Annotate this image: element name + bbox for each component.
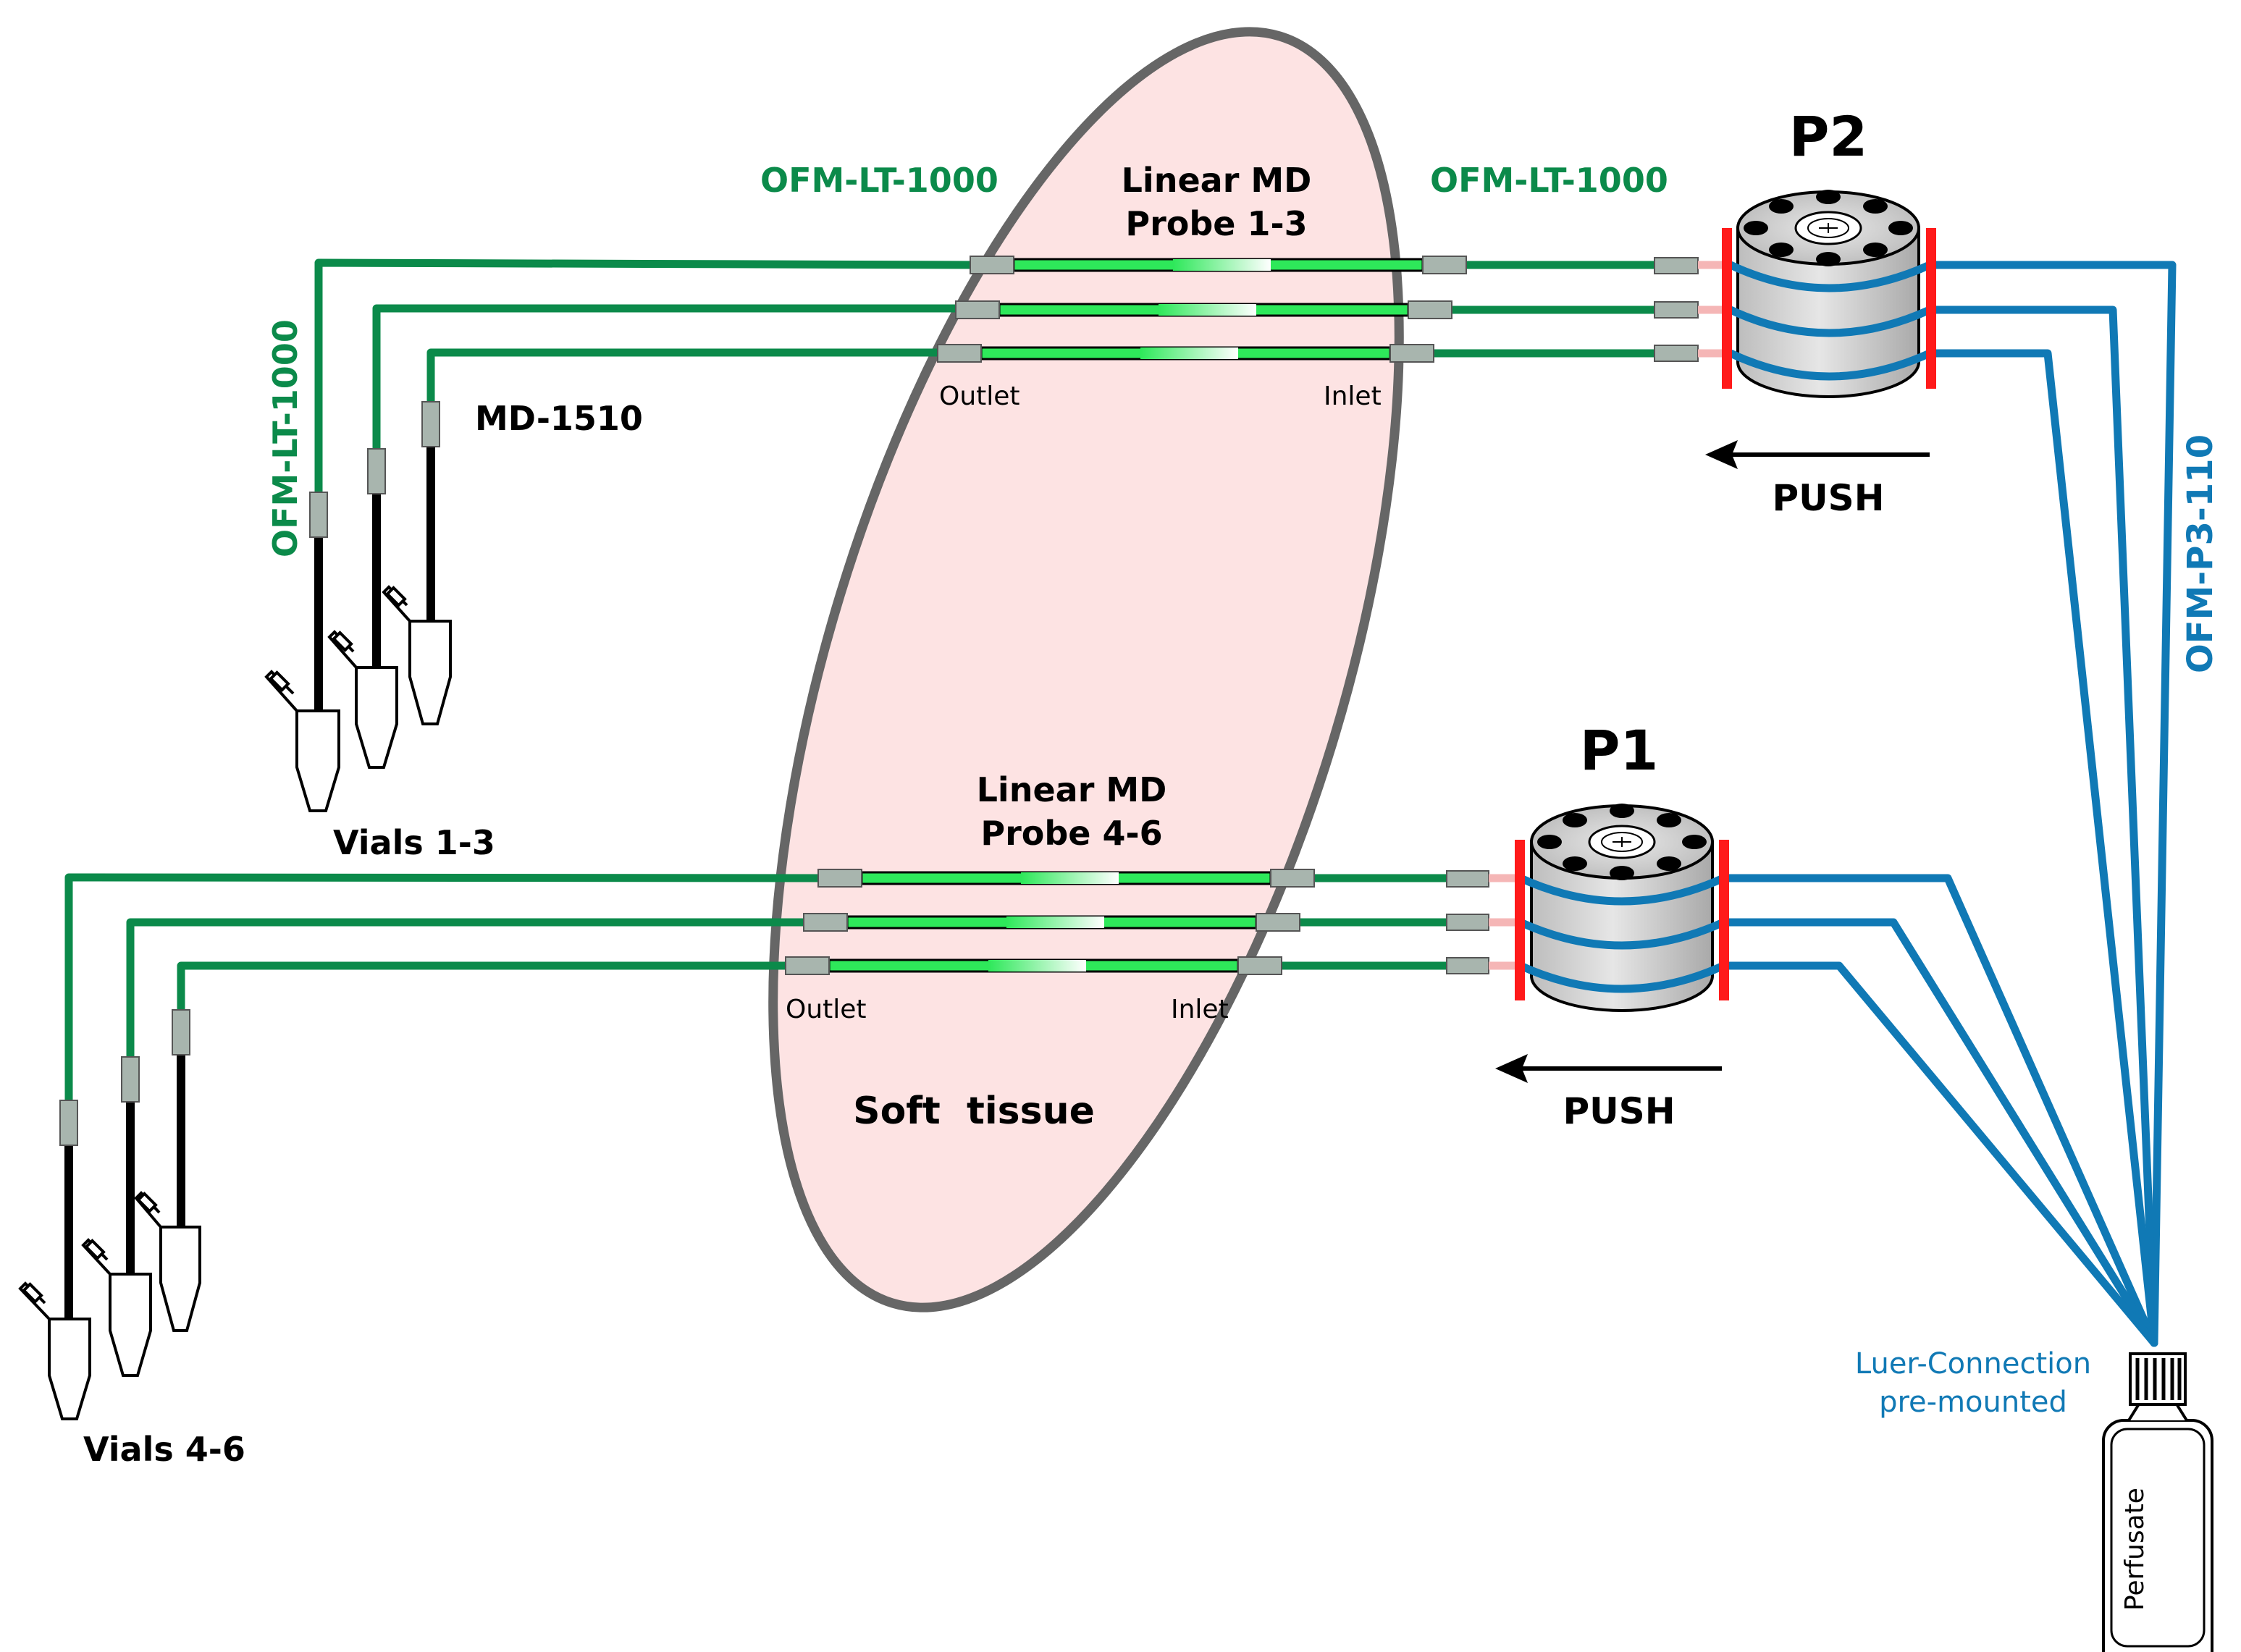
label-luer-line1: Luer-Connection bbox=[1855, 1347, 2091, 1381]
inlet-tube-p1-3 bbox=[1719, 961, 2158, 1347]
label-probe-top-line1: Linear MD bbox=[1122, 161, 1312, 200]
label-inlet-top: Inlet bbox=[1324, 382, 1382, 411]
label-probe-bottom-line2: Probe 4-6 bbox=[980, 814, 1162, 853]
label-outlet-bottom: Outlet bbox=[786, 995, 867, 1024]
outlet-tube-top-3 bbox=[426, 348, 945, 405]
probe-3 bbox=[937, 344, 1434, 363]
push-arrow-bottom bbox=[1495, 1054, 1722, 1083]
soft-tissue-region bbox=[768, 27, 1404, 1312]
label-pump-p1: P1 bbox=[1580, 718, 1659, 783]
label-probe-top-line2: Probe 1-3 bbox=[1125, 204, 1307, 243]
label-ofm-lt-top-left: OFM-LT-1000 bbox=[760, 161, 998, 200]
label-push-top: PUSH bbox=[1772, 477, 1884, 519]
inlet-tube-p2-2 bbox=[1925, 305, 2158, 1347]
label-pump-p2: P2 bbox=[1789, 104, 1868, 169]
label-ofm-p3: OFM-P3-110 bbox=[2180, 434, 2221, 673]
push-arrow-top bbox=[1705, 440, 1930, 469]
inlet-tube-p1-1 bbox=[1719, 874, 2158, 1347]
probe-4 bbox=[817, 869, 1315, 888]
vials-group bbox=[18, 585, 452, 1420]
outlet-tube-bottom-1 bbox=[64, 873, 823, 1108]
label-ofm-lt-top-right: OFM-LT-1000 bbox=[1430, 161, 1668, 200]
label-md1510: MD-1510 bbox=[475, 399, 643, 438]
probe-6 bbox=[785, 956, 1282, 975]
label-inlet-bottom: Inlet bbox=[1171, 995, 1229, 1024]
pump-inlet-connectors bbox=[1446, 257, 1699, 974]
vial-1 bbox=[264, 670, 340, 812]
label-outlet-top: Outlet bbox=[939, 382, 1020, 411]
perfusate-bag bbox=[2102, 1352, 2213, 1652]
label-vials-bottom: Vials 4-6 bbox=[83, 1430, 245, 1469]
probe-5 bbox=[803, 913, 1300, 932]
probe-1 bbox=[970, 256, 1467, 274]
probes-top bbox=[937, 256, 1467, 363]
outlet-tubing-top-group bbox=[314, 258, 1665, 500]
inlet-tube-p2-1 bbox=[1925, 261, 2177, 1347]
label-probe-bottom-line1: Linear MD bbox=[977, 770, 1167, 809]
outlet-tube-top-2 bbox=[372, 304, 963, 449]
outlet-tube-bottom-3 bbox=[177, 961, 789, 1013]
vertical-connectors bbox=[59, 401, 440, 1146]
probe-2 bbox=[955, 300, 1452, 319]
vial-5 bbox=[81, 1238, 152, 1377]
vial-3 bbox=[382, 585, 452, 725]
label-push-bottom: PUSH bbox=[1563, 1090, 1675, 1132]
label-perfusate: Perfusate bbox=[2120, 1488, 2150, 1611]
pump-p1 bbox=[1515, 804, 1729, 1012]
vial-2 bbox=[327, 630, 398, 769]
probes-bottom bbox=[785, 869, 1315, 975]
vial-4 bbox=[18, 1281, 91, 1420]
label-ofm-lt-vertical: OFM-LT-1000 bbox=[266, 319, 305, 557]
md1510-outlet-lines bbox=[64, 445, 435, 1354]
label-soft-tissue: Soft tissue bbox=[853, 1090, 1095, 1133]
inlet-tubing-group bbox=[1719, 261, 2177, 1347]
pump-p2 bbox=[1722, 190, 1936, 398]
inlet-tube-p1-2 bbox=[1719, 918, 2158, 1347]
outlet-tube-top-1 bbox=[314, 258, 978, 500]
vial-6 bbox=[134, 1191, 201, 1332]
outlet-tubing-bottom-group bbox=[64, 873, 1455, 1108]
label-luer-line2: pre-mounted bbox=[1879, 1386, 2067, 1419]
inlet-tube-p2-3 bbox=[1925, 349, 2158, 1347]
outlet-tube-bottom-2 bbox=[126, 918, 807, 1064]
label-vials-top: Vials 1-3 bbox=[333, 823, 495, 862]
